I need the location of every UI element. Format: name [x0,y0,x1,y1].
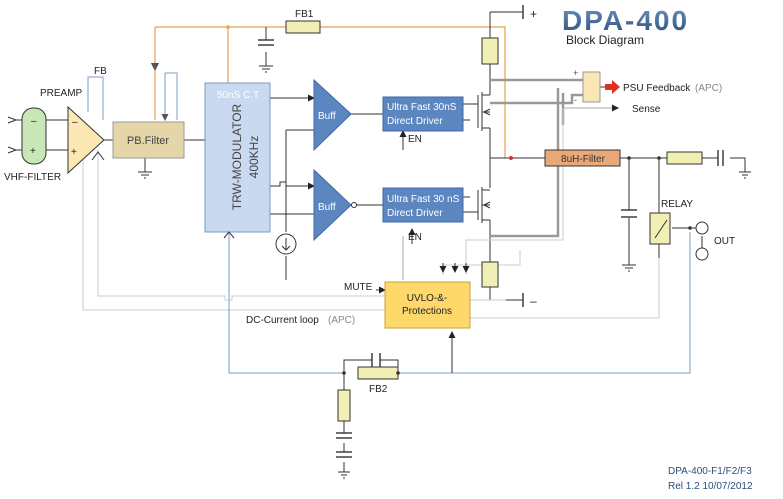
en-bottom-label: EN [408,232,422,243]
driver-bottom-block: Ultra Fast 30 nS Direct Driver [382,187,464,223]
psu-minus-label: - [574,95,577,105]
wiring [7,11,746,472]
driver-top-line2: Direct Driver [387,116,443,127]
diagram-subtitle: Block Diagram [566,33,644,47]
pb-filter-label: PB.Filter [127,135,170,147]
dc-loop-label: DC-Current loop [246,315,319,326]
uvlo-line2: Protections [402,306,452,317]
en-top-label: EN [408,134,422,145]
fb2-label: FB2 [369,384,388,395]
fb1-label: FB1 [295,9,314,20]
psu-feedback-label: PSU Feedback [623,83,691,94]
psu-feedback-arrow [605,80,620,94]
output-cap [621,209,637,272]
fb2-shunt-caps [336,432,352,479]
fb1-resistor [285,20,321,34]
uvlo-line1: UVLO-&- [407,293,448,304]
footer-release: Rel 1.2 10/07/2012 [668,481,753,492]
vhf-filter-block: – + [21,107,47,165]
pb-ground-symbol [138,171,152,179]
opamp-plus-label: + [71,147,77,158]
fb2-junction-left [342,371,346,375]
psu-plus-label: + [573,68,578,78]
preamp-label: PREAMP [40,88,83,99]
current-source [275,233,297,255]
relay-block [649,212,671,245]
preamp-amplifier: – + [67,105,105,175]
buff-top-label: Buff [318,111,336,122]
output-filter-block: 8uH-Filter [544,149,621,167]
driver-top-block: Ultra Fast 30nS Direct Driver [382,96,464,132]
driver-top-line1: Ultra Fast 30nS [387,102,457,113]
sense-label: Sense [632,104,661,115]
mosfet-low-side [477,187,491,223]
output-junction-relay [657,156,661,160]
modulator-ct-label: 50nS C.T [217,90,259,101]
psu-feedback-connector [582,71,601,103]
dc-loop-apc-label: (APC) [328,315,355,326]
relay-label: RELAY [661,199,693,210]
out-junction [688,226,692,230]
fb1-wire-right [320,26,506,158]
switch-node-junction [509,156,513,160]
footer-model: DPA-400-F1/F2/F3 [668,466,752,477]
buffer-bottom: Buff [313,168,357,242]
fb2-junction-right [396,371,400,375]
modulator-name-label: TRW-MODULATOR [230,103,244,210]
out-label: OUT [714,236,735,247]
buffer-top: Buff [313,78,352,152]
driver-bottom-line1: Ultra Fast 30 nS [387,194,460,205]
mosfet-high-side [477,92,491,131]
driver-bottom-line2: Direct Driver [387,208,443,219]
output-filter-label: 8uH-Filter [561,154,606,165]
out-terminal-top [695,221,709,235]
pb-filter-block: PB.Filter [112,121,185,159]
trw-modulator-block: 50nS C.T TRW-MODULATOR 400KHz [204,82,271,233]
positive-rail-label: + [530,7,537,21]
zobel-cap [717,150,751,179]
fb2-shunt-resistor [337,389,351,422]
output-junction-cap [627,156,631,160]
fb2-resistor [357,366,399,380]
uvlo-protections-block: UVLO-&- Protections [384,281,471,329]
mute-label: MUTE [344,282,373,293]
zobel-resistor [666,151,703,165]
fb2-parallel-cap [371,353,381,367]
out-terminal-bottom [695,247,709,261]
fb1-junction [226,25,230,29]
modulator-input-arrow [223,231,235,239]
vhf-plus-label: + [30,146,36,157]
opamp-minus-label: – [72,117,78,128]
preamp-dc-loop-arrow [91,151,105,161]
modulator-freq-label: 400KHz [247,136,261,179]
psu-feedback-apc-label: (APC) [695,83,722,94]
vhf-minus-label: – [31,116,37,127]
fb1-decoupling-cap [258,39,274,73]
buff-bottom-label: Buff [318,202,336,213]
rail-fuse-bottom [481,261,499,288]
fb-label: FB [94,66,107,77]
vhf-filter-label: VHF-FILTER [4,172,61,183]
rail-fuse-top [481,37,499,65]
fb1-wire-left [155,26,229,83]
diagram-title: DPA-400 [562,5,689,36]
negative-rail-label: – [530,294,537,308]
